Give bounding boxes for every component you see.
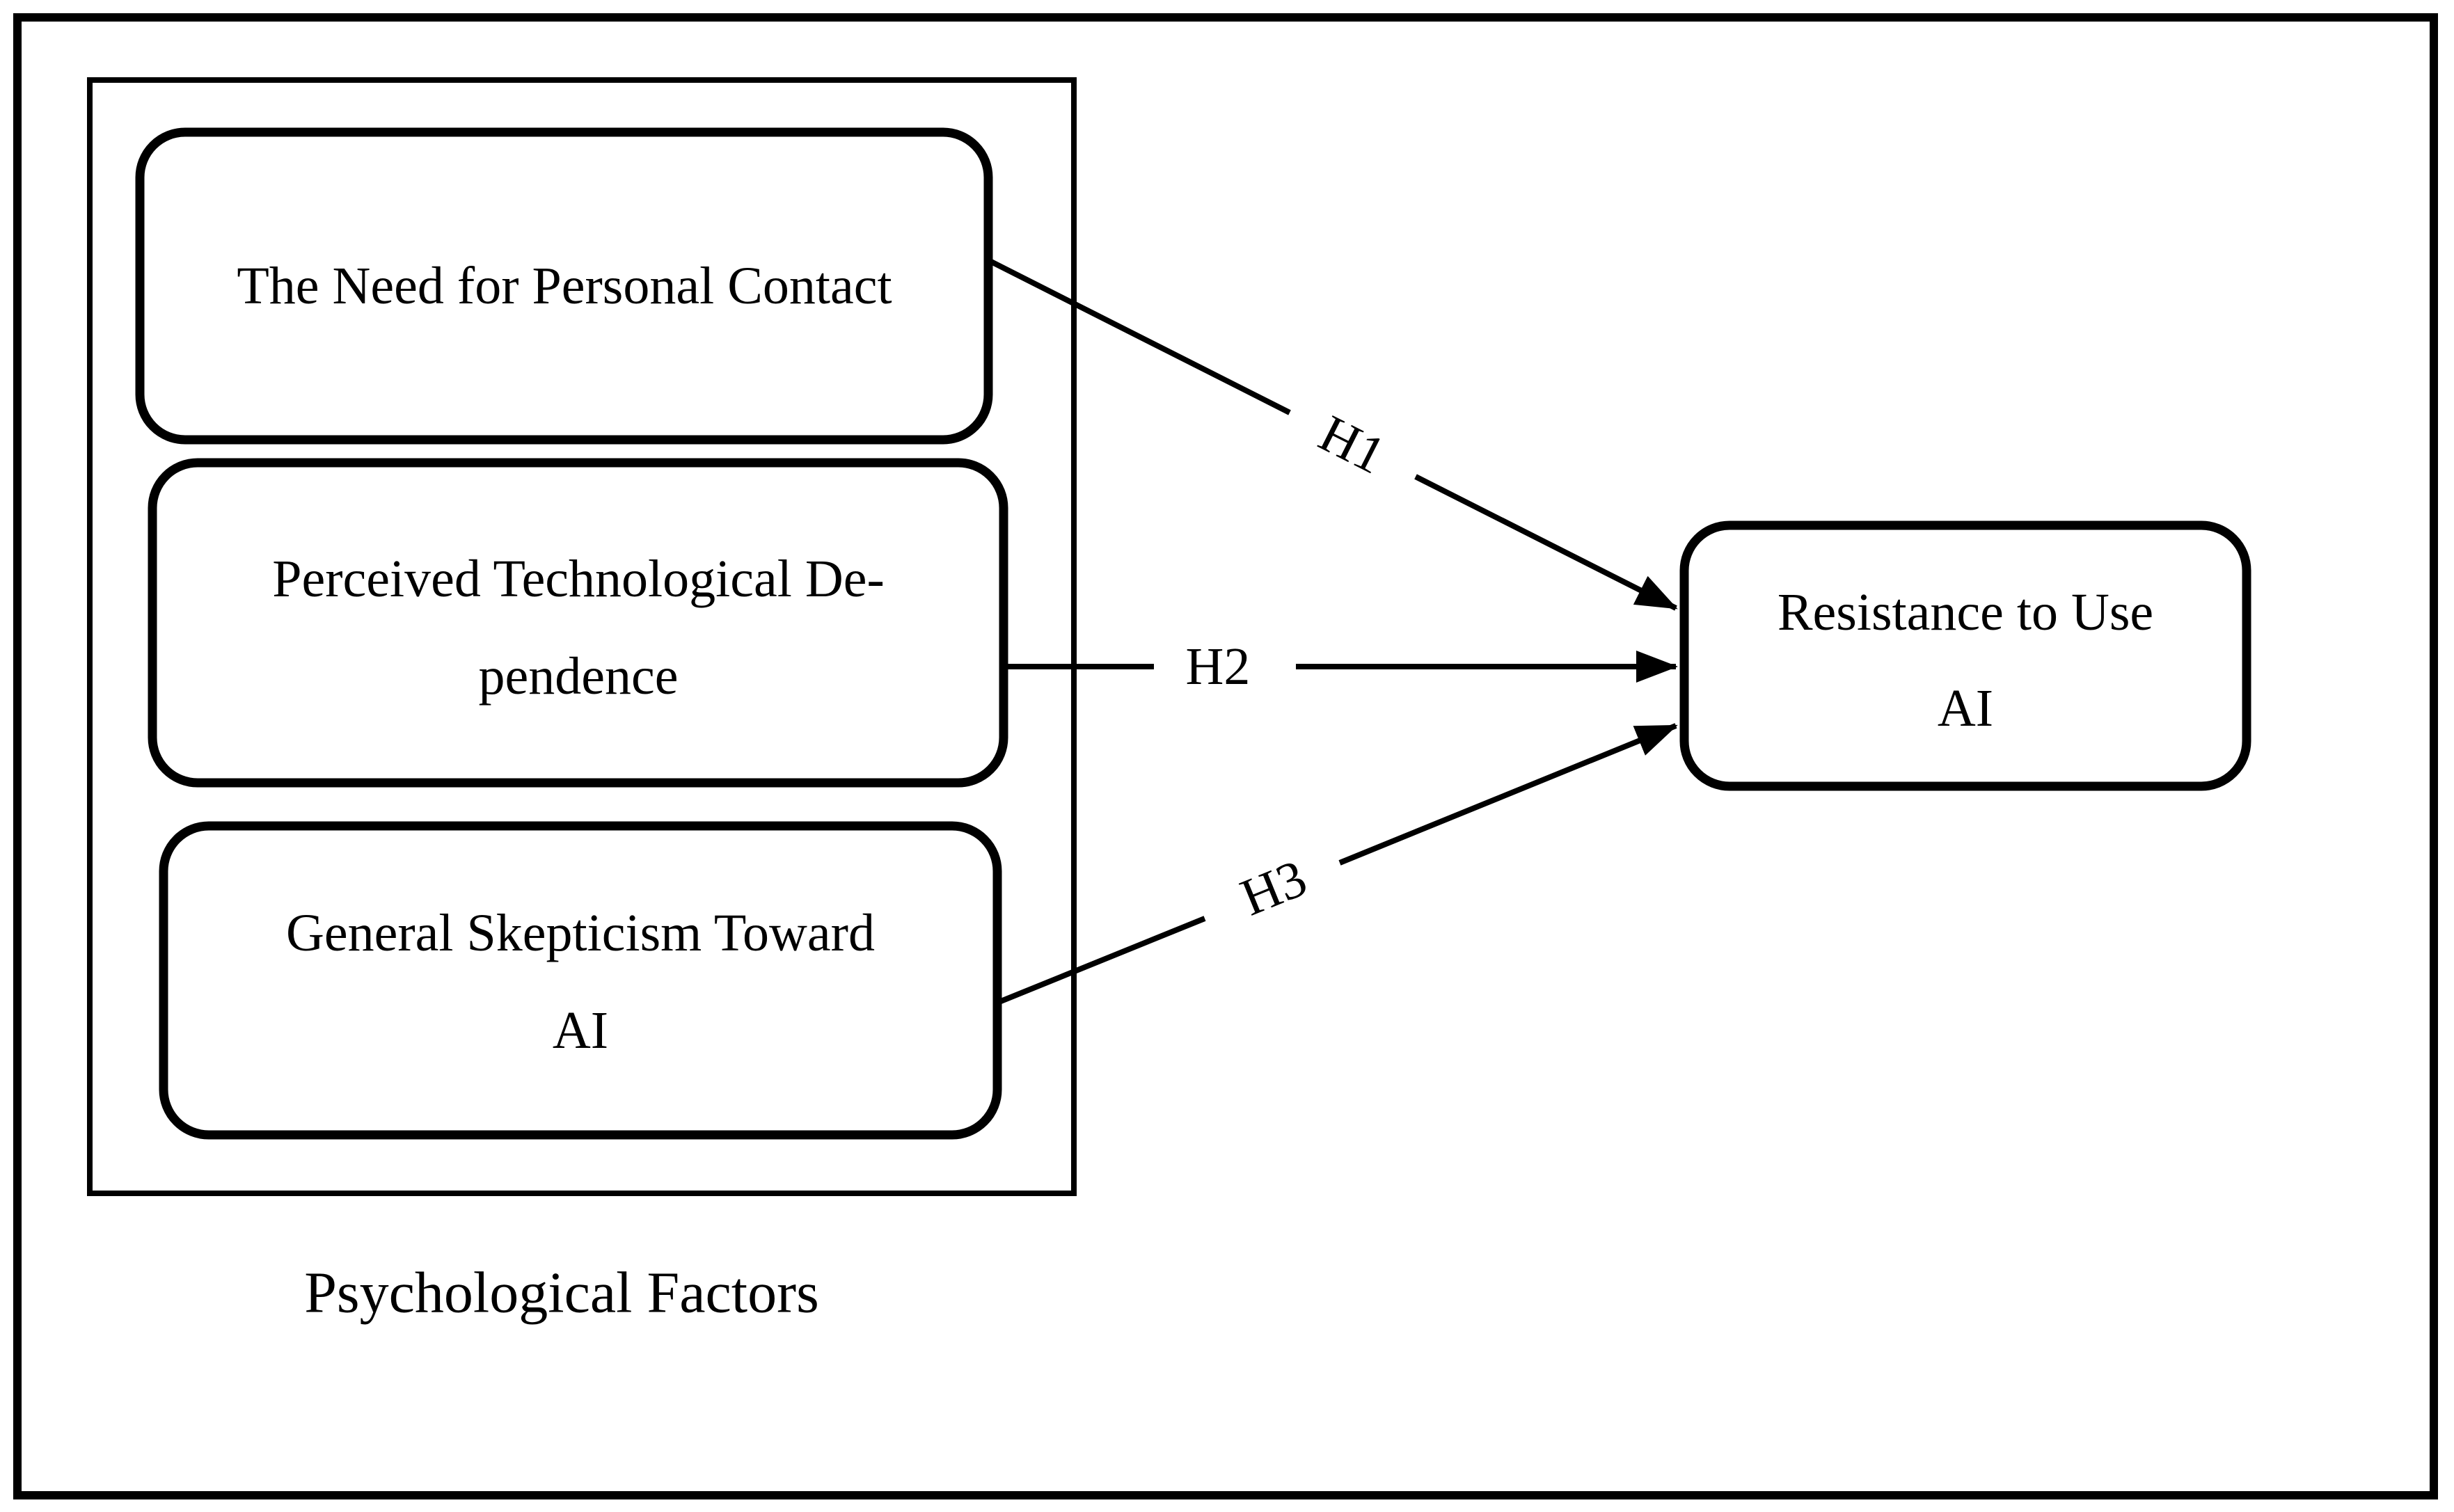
h1-arrow-label: H1: [1311, 404, 1395, 486]
box-need-personal-contact-label: The Need for Personal Contact: [237, 257, 892, 315]
h1-arrow-segment-start: [987, 257, 1291, 415]
h1-arrow-segment-end: [1414, 474, 1678, 611]
box-general-skepticism-ai-label-line2: AI: [553, 1001, 608, 1060]
psychological-factors-caption: Psychological Factors: [304, 1261, 819, 1326]
h3-arrow-segment-end: [1338, 723, 1678, 866]
box-perceived-tech-dependence-label-line2: pendence: [479, 647, 679, 706]
h3-arrow-segment-start: [996, 916, 1206, 1005]
box-need-personal-contact: [135, 127, 993, 445]
h3-arrow-label: H3: [1233, 849, 1315, 928]
figure-border: [13, 13, 2438, 1499]
box-resistance-to-use-ai-label-line2: AI: [1938, 679, 1993, 738]
box-general-skepticism-ai: [159, 821, 1002, 1140]
box-resistance-to-use-ai: [1679, 520, 2251, 791]
box-perceived-tech-dependence: [148, 458, 1008, 788]
h2-arrow-label: H2: [1186, 637, 1251, 696]
box-perceived-tech-dependence-label-line1: Perceived Technological De-: [272, 550, 885, 608]
box-general-skepticism-ai-label-line1: General Skepticism Toward: [286, 904, 875, 962]
psychological-factors-group: [87, 77, 1077, 1196]
box-resistance-to-use-ai-label-line1: Resistance to Use: [1778, 583, 2153, 642]
